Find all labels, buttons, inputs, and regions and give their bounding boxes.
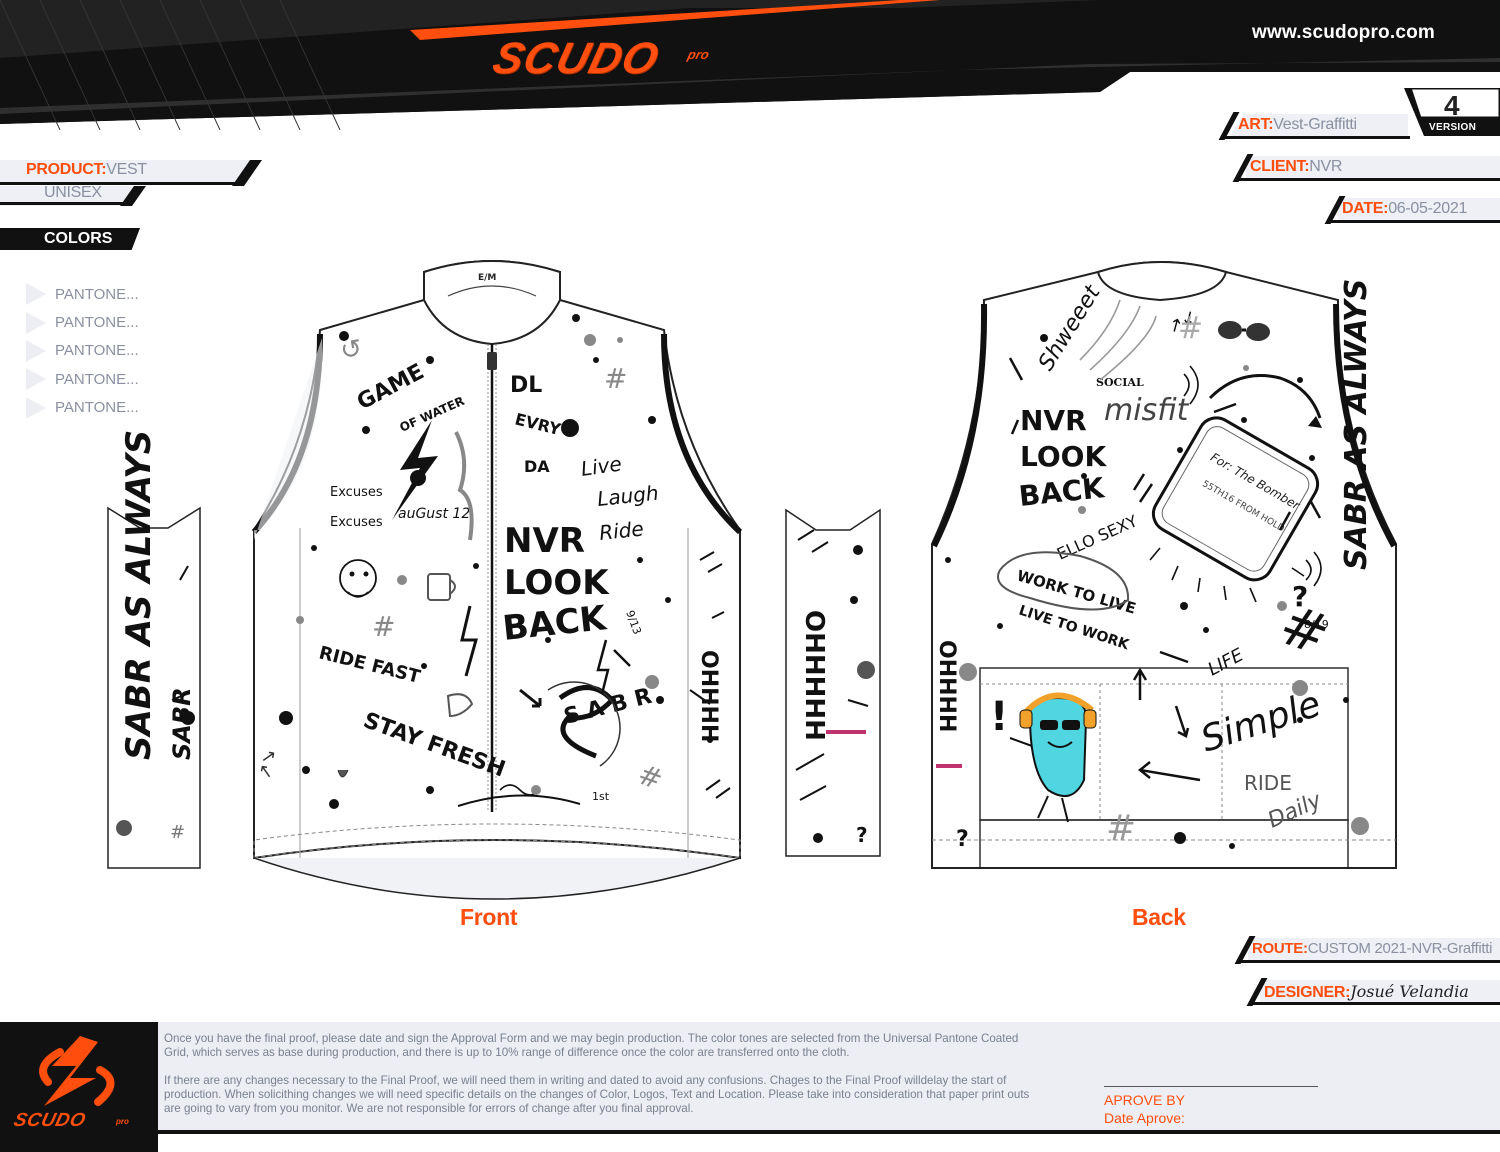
product-value: VEST xyxy=(106,161,147,178)
middle-side-panel: OHHHHH ? xyxy=(785,508,881,857)
back-side-left-text: OHHHH xyxy=(934,640,959,732)
left-panel-graffiti: SABR AS ALWAYS xyxy=(119,430,159,760)
front-text-look: LOOK xyxy=(504,563,610,603)
date-approve-label: Date Aprove: xyxy=(1104,1110,1185,1126)
approve-signature-line[interactable] xyxy=(1104,1086,1318,1087)
collar-tag: E/M xyxy=(478,273,496,283)
pantone-item: PANTONE... xyxy=(26,308,139,336)
designer-field: DESIGNER:Josué Velandia xyxy=(1246,978,1500,1006)
svg-text:?: ? xyxy=(1292,580,1308,613)
front-view-label: Front xyxy=(460,904,518,930)
footer: SCUDO pro Once you have the final proof,… xyxy=(0,1022,1500,1152)
back-text-nvr: NVR xyxy=(1020,404,1087,437)
back-text-date: 8/19 xyxy=(1304,618,1329,631)
front-text-first: 1st xyxy=(592,790,610,803)
back-text-misfit: misfit xyxy=(1104,393,1190,428)
art-label: ART: xyxy=(1238,116,1274,133)
footer-logo-icon xyxy=(39,1036,115,1106)
website-link[interactable]: www.scudopro.com xyxy=(1252,22,1436,43)
approve-by-label: APROVE BY xyxy=(1104,1092,1185,1108)
vest-artwork: SABR AS ALWAYS SABR # E/M GAME OF WATE xyxy=(107,260,1397,900)
back-text-look: LOOK xyxy=(1020,440,1107,473)
colors-tab: COLORS xyxy=(0,228,146,254)
back-side-right-text: SABR AS ALWAYS xyxy=(1339,279,1374,570)
product-bar-graphic xyxy=(0,160,262,206)
footer-logo: SCUDO xyxy=(11,1110,88,1131)
front-text-nvr: NVR xyxy=(504,521,585,561)
disclaimer-1: Once you have the final proof, please da… xyxy=(164,1032,1019,1059)
front-text-excuses-2: Excuses xyxy=(330,515,383,530)
version-badge: 4 VERSION xyxy=(1404,88,1500,136)
svg-text:#: # xyxy=(170,822,185,843)
mascot-figure xyxy=(1009,692,1097,823)
back-vest: Shweeet SOCIAL misfit NVR LOOK BACK ELLO… xyxy=(931,261,1397,869)
svg-text:#: # xyxy=(372,610,395,643)
date-field: DATE:06-05-2021 xyxy=(1324,196,1500,224)
designer-signature: Josué Velandia xyxy=(1350,982,1469,1001)
back-text-social: SOCIAL xyxy=(1096,376,1144,389)
front-text-ride: Ride xyxy=(598,516,645,545)
date-label: DATE: xyxy=(1342,200,1389,217)
art-field: ART:Vest-Graffitti xyxy=(1218,112,1418,140)
left-side-panel: SABR AS ALWAYS SABR # xyxy=(107,430,201,869)
product-label: PRODUCT: xyxy=(26,161,107,178)
svg-text:#: # xyxy=(1106,808,1136,849)
back-text-ride: RIDE xyxy=(1244,771,1292,795)
client-value: NVR xyxy=(1309,158,1343,175)
middle-panel-graffiti: OHHHHH xyxy=(799,610,829,741)
disclaimer-2: If there are any changes necessary to th… xyxy=(164,1074,1030,1115)
front-text-day: DA xyxy=(524,457,550,476)
svg-text:!: ! xyxy=(990,694,1008,740)
pantone-item: PANTONE... xyxy=(26,365,139,393)
header: SCUDO pro www.scudopro.com xyxy=(0,0,1500,130)
svg-text:?: ? xyxy=(856,823,868,847)
pantone-item: PANTONE... xyxy=(26,280,139,308)
pantone-list: PANTONE... PANTONE... PANTONE... PANTONE… xyxy=(26,280,139,422)
client-label: CLIENT: xyxy=(1250,158,1310,175)
header-graphic xyxy=(0,0,1500,130)
svg-text:↗↘: ↗↘ xyxy=(254,748,280,781)
date-value: 06-05-2021 xyxy=(1388,200,1468,217)
route-field: ROUTE:CUSTOM 2021-NVR-Graffitti xyxy=(1234,936,1500,964)
version-number: 4 xyxy=(1444,90,1460,121)
art-value: Vest-Graffitti xyxy=(1273,116,1357,133)
designer-label: DESIGNER: xyxy=(1264,984,1351,1001)
back-view-label: Back xyxy=(1132,904,1186,930)
pantone-item: PANTONE... xyxy=(26,337,139,365)
colors-title: COLORS xyxy=(44,230,113,247)
fit-value: UNISEX xyxy=(44,184,102,201)
front-text-dl: DL xyxy=(510,373,542,398)
front-text-live: Live xyxy=(579,452,623,481)
version-label: VERSION xyxy=(1429,122,1477,133)
front-vest: E/M GAME OF WATER DL EVRY DA Live Laugh … xyxy=(251,260,743,900)
client-field: CLIENT:NVR xyxy=(1232,154,1500,182)
svg-text:#: # xyxy=(1178,311,1203,346)
pantone-item: PANTONE... xyxy=(26,394,139,422)
front-text-august: auGust 12 xyxy=(398,506,470,522)
front-text-excuses: Excuses xyxy=(330,485,383,500)
footer-logo-sub: pro xyxy=(116,1117,129,1126)
route-value: CUSTOM 2021-NVR-Graffitti xyxy=(1307,940,1493,957)
svg-text:#: # xyxy=(604,362,627,395)
svg-text:?: ? xyxy=(956,827,969,852)
route-label: ROUTE: xyxy=(1252,940,1308,957)
